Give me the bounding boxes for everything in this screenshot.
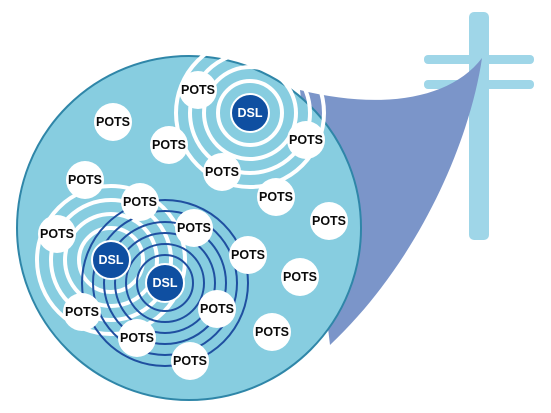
- pole-post: [469, 12, 489, 240]
- pots-label: POTS: [200, 302, 234, 316]
- pots-pair: POTS: [253, 313, 291, 351]
- pots-pair: POTS: [287, 121, 325, 159]
- pots-label: POTS: [173, 354, 207, 368]
- pots-pair: POTS: [94, 103, 132, 141]
- dsl-pairs: DSL DSL DSL: [91, 93, 270, 303]
- pots-pair: POTS: [171, 342, 209, 380]
- interference-ring: [35, 184, 187, 336]
- pots-label: POTS: [231, 248, 265, 262]
- pots-pair: POTS: [198, 290, 236, 328]
- interference-ring: [92, 210, 238, 356]
- pots-label: POTS: [312, 214, 346, 228]
- pots-label: POTS: [259, 190, 293, 204]
- pots-label: POTS: [177, 221, 211, 235]
- pots-label: POTS: [255, 325, 289, 339]
- pots-pair: POTS: [118, 319, 156, 357]
- pots-pair: POTS: [63, 293, 101, 331]
- interference-ring: [103, 221, 227, 345]
- interference-ring: [49, 198, 173, 322]
- interference-ring: [77, 226, 145, 294]
- pots-pair: POTS: [229, 236, 267, 274]
- pots-label: POTS: [181, 83, 215, 97]
- dsl-label: DSL: [99, 253, 124, 267]
- dsl-pair-top: DSL: [230, 93, 270, 133]
- interference-ring: [114, 232, 216, 334]
- interference-ring: [136, 254, 194, 312]
- pots-pair: POTS: [121, 183, 159, 221]
- interference-ring: [216, 79, 284, 147]
- dsl-interference-rings-top: [174, 37, 326, 189]
- pots-pairs: POTS POTS POTS POTS POTS POTS POTS POTS …: [38, 71, 348, 380]
- interference-ring: [174, 37, 326, 189]
- dsl-interference-rings-left: [35, 184, 187, 336]
- interference-ring: [81, 199, 249, 367]
- interference-ring: [202, 65, 298, 161]
- dsl-pair-left: DSL: [91, 240, 131, 280]
- pots-label: POTS: [123, 195, 157, 209]
- pots-pair: POTS: [310, 202, 348, 240]
- pots-label: POTS: [205, 165, 239, 179]
- pots-pair: POTS: [257, 178, 295, 216]
- pots-pair: POTS: [66, 161, 104, 199]
- interference-ring: [125, 243, 205, 323]
- pole-crossarm-bottom: [424, 80, 534, 89]
- interference-ring: [188, 51, 312, 175]
- pots-label: POTS: [120, 331, 154, 345]
- dsl-pair-center: DSL: [145, 263, 185, 303]
- pots-pair: POTS: [175, 209, 213, 247]
- pots-label: POTS: [283, 270, 317, 284]
- interference-ring: [63, 212, 159, 308]
- pots-pair: POTS: [203, 153, 241, 191]
- pots-label: POTS: [68, 173, 102, 187]
- pots-pair: POTS: [281, 258, 319, 296]
- pots-label: POTS: [65, 305, 99, 319]
- pots-label: POTS: [96, 115, 130, 129]
- pots-label: POTS: [289, 133, 323, 147]
- pots-pair: POTS: [150, 126, 188, 164]
- pots-label: POTS: [40, 227, 74, 241]
- pole-crossarm-top: [424, 55, 534, 64]
- pots-pair: POTS: [38, 215, 76, 253]
- dsl-interference-rings-center: [81, 199, 249, 367]
- dsl-label: DSL: [153, 276, 178, 290]
- pots-pair: POTS: [179, 71, 217, 109]
- pots-label: POTS: [152, 138, 186, 152]
- dsl-label: DSL: [238, 106, 263, 120]
